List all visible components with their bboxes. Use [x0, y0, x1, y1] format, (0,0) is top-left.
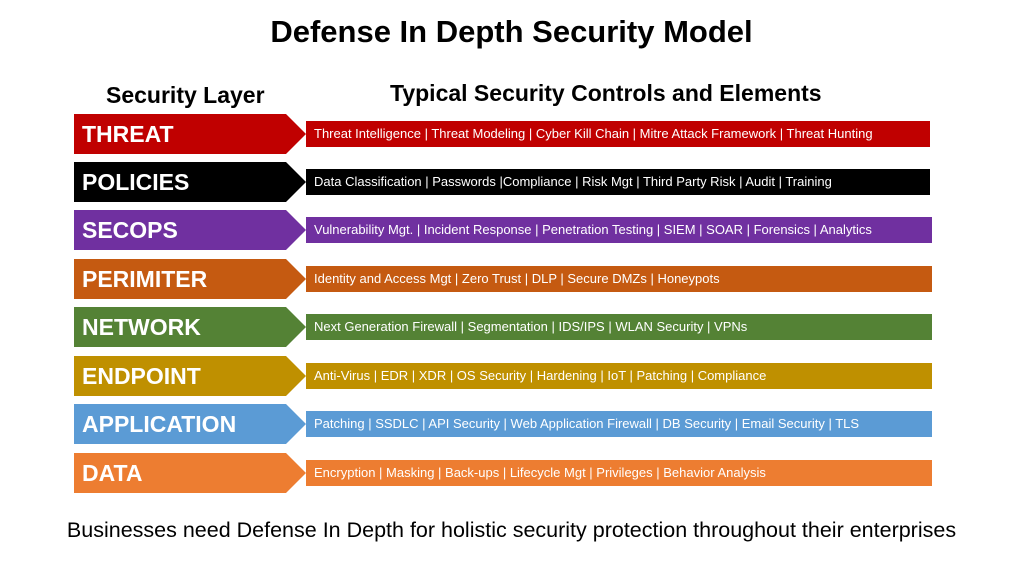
layer-arrow: DATA [74, 453, 306, 493]
layer-arrow: POLICIES [74, 162, 306, 202]
layer-controls-bar: Anti-Virus | EDR | XDR | OS Security | H… [306, 363, 932, 389]
layer-row-policies: POLICIES Data Classification | Passwords… [74, 162, 934, 202]
layer-controls-bar: Data Classification | Passwords |Complia… [306, 169, 930, 195]
layer-row-network: NETWORK Next Generation Firewall | Segme… [74, 307, 934, 347]
layer-row-endpoint: ENDPOINT Anti-Virus | EDR | XDR | OS Sec… [74, 356, 934, 396]
layer-row-data: DATA Encryption | Masking | Back-ups | L… [74, 453, 934, 493]
layer-controls-bar: Next Generation Firewall | Segmentation … [306, 314, 932, 340]
security-layer-header: Security Layer [106, 82, 265, 108]
layer-controls-bar: Vulnerability Mgt. | Incident Response |… [306, 217, 932, 243]
layer-arrow: THREAT [74, 114, 306, 154]
layer-row-threat: THREAT Threat Intelligence | Threat Mode… [74, 114, 934, 154]
layer-row-secops: SECOPS Vulnerability Mgt. | Incident Res… [74, 210, 934, 250]
layer-controls-bar: Encryption | Masking | Back-ups | Lifecy… [306, 460, 932, 486]
layer-arrow: ENDPOINT [74, 356, 306, 396]
footer-caption: Businesses need Defense In Depth for hol… [66, 518, 957, 542]
layer-arrow: APPLICATION [74, 404, 306, 444]
layer-row-application: APPLICATION Patching | SSDLC | API Secur… [74, 404, 934, 444]
layer-arrow: NETWORK [74, 307, 306, 347]
layer-row-perimiter: PERIMITER Identity and Access Mgt | Zero… [74, 259, 934, 299]
layer-arrow: SECOPS [74, 210, 306, 250]
page-title: Defense In Depth Security Model [270, 14, 753, 49]
layer-arrow: PERIMITER [74, 259, 306, 299]
layer-controls-bar: Threat Intelligence | Threat Modeling | … [306, 121, 930, 147]
controls-header: Typical Security Controls and Elements [390, 80, 822, 106]
layer-controls-bar: Patching | SSDLC | API Security | Web Ap… [306, 411, 932, 437]
layer-controls-bar: Identity and Access Mgt | Zero Trust | D… [306, 266, 932, 292]
